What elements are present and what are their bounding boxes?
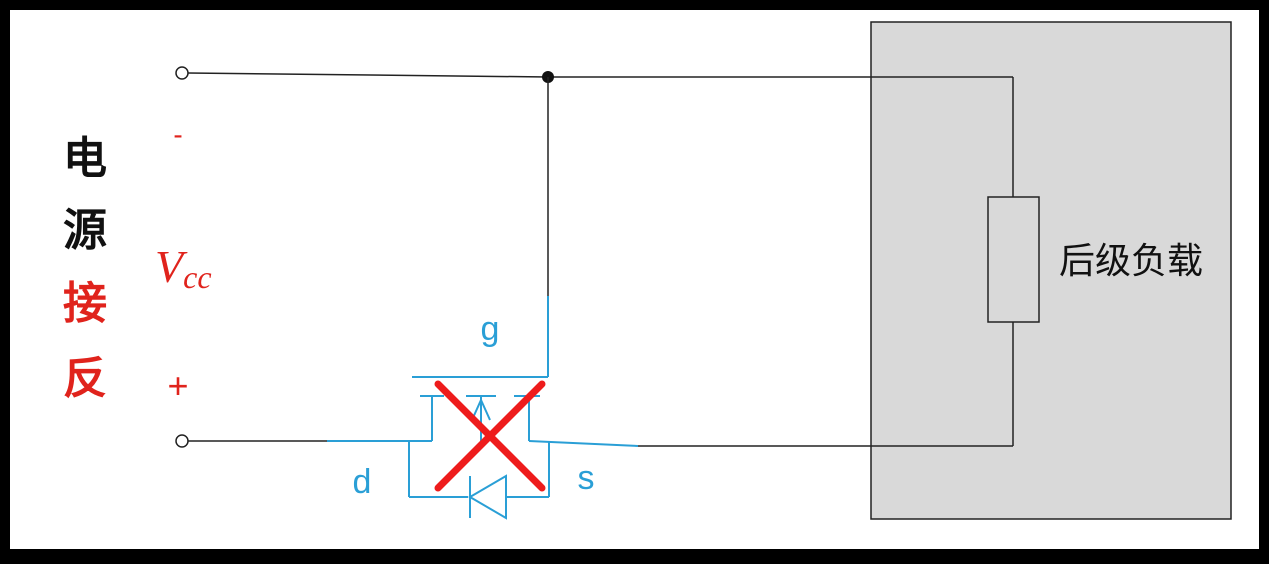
load-label: 后级负载	[1059, 240, 1203, 281]
source-lead	[528, 440, 639, 447]
body-diode	[468, 474, 507, 520]
bottom-terminal	[175, 434, 189, 448]
top-terminal	[175, 66, 189, 80]
reverse-char-2: 反	[63, 353, 107, 404]
source-char-1: 电	[63, 133, 107, 184]
vcc-label: Vcc	[155, 241, 212, 295]
source-char-2: 源	[63, 205, 107, 256]
vcc-subscript: cc	[183, 259, 211, 295]
source-label: s	[578, 459, 595, 497]
vcc-symbol: V	[155, 241, 188, 292]
top-wire-left	[187, 72, 549, 78]
drain-label: d	[353, 463, 372, 501]
positive-sign: +	[167, 365, 188, 406]
cross-mark	[434, 380, 546, 492]
resistor	[987, 196, 1040, 323]
reverse-char-1: 接	[63, 278, 107, 329]
load-block	[870, 21, 1232, 520]
negative-sign: -	[173, 119, 182, 150]
gate-label: g	[481, 310, 500, 348]
mosfet-symbol	[327, 376, 639, 520]
